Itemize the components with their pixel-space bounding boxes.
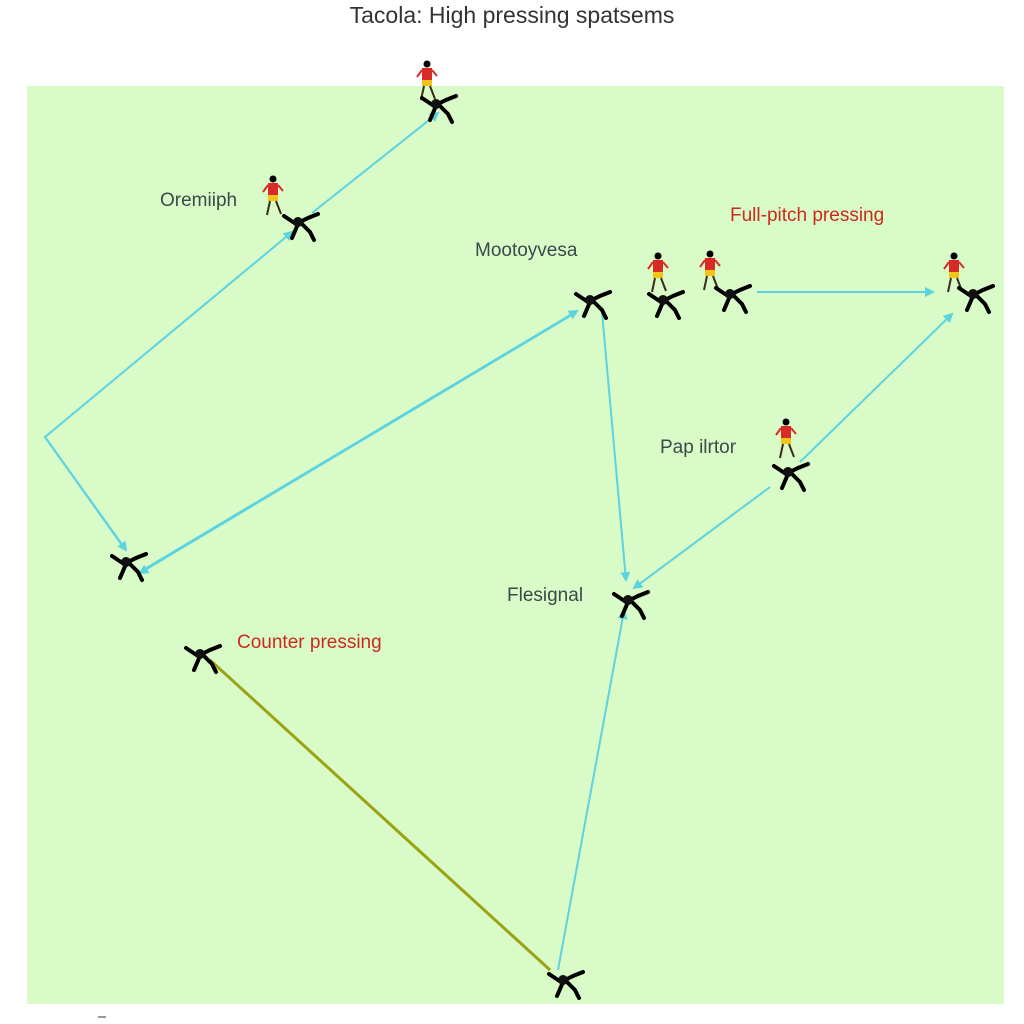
corner-mark bbox=[98, 1016, 106, 1018]
label-full-pitch-pressing: Full-pitch pressing bbox=[730, 205, 885, 226]
arrow-left-chain bbox=[43, 230, 294, 549]
figure-top bbox=[420, 94, 458, 124]
player-far-right bbox=[943, 251, 965, 293]
figure-counter bbox=[184, 644, 222, 674]
arrow-pap-to-flesignal bbox=[632, 486, 771, 590]
arrow-left-back bbox=[49, 443, 128, 552]
arrow-center-vertical bbox=[601, 311, 631, 582]
figure-oremiiph bbox=[282, 212, 320, 242]
pitch bbox=[27, 86, 1004, 1004]
label-oremiiph: Oremiiph bbox=[160, 190, 238, 211]
label-mootoyvesa: Mootoуvesa bbox=[475, 240, 578, 261]
figure-far-right bbox=[957, 284, 995, 314]
player-top bbox=[416, 59, 438, 101]
arrow-bottom-up bbox=[557, 609, 628, 971]
diagram-title: Tacola: High pressing spatsems bbox=[349, 2, 675, 28]
player-oremiiph bbox=[262, 174, 284, 216]
label-flesignal: Flesignal bbox=[507, 585, 584, 606]
label-counter-pressing: Counter pressing bbox=[237, 632, 382, 653]
figure-row-1 bbox=[647, 290, 685, 320]
figure-row-2 bbox=[714, 284, 752, 314]
label-pap-ilrtor: Pap ilrtor bbox=[660, 437, 737, 458]
figure-left bbox=[110, 552, 148, 582]
player-row-1 bbox=[647, 251, 669, 293]
player-pap bbox=[775, 417, 797, 459]
figure-bottom bbox=[547, 970, 585, 1000]
figure-center bbox=[574, 290, 612, 320]
figure-flesignal bbox=[612, 590, 650, 620]
player-row-2 bbox=[699, 249, 721, 291]
arrow-top bbox=[311, 111, 440, 214]
arrow-right-diag bbox=[799, 312, 954, 463]
arrow-diagonal-back bbox=[138, 315, 571, 575]
counter-press-line bbox=[208, 658, 552, 972]
figure-pap bbox=[772, 462, 810, 492]
